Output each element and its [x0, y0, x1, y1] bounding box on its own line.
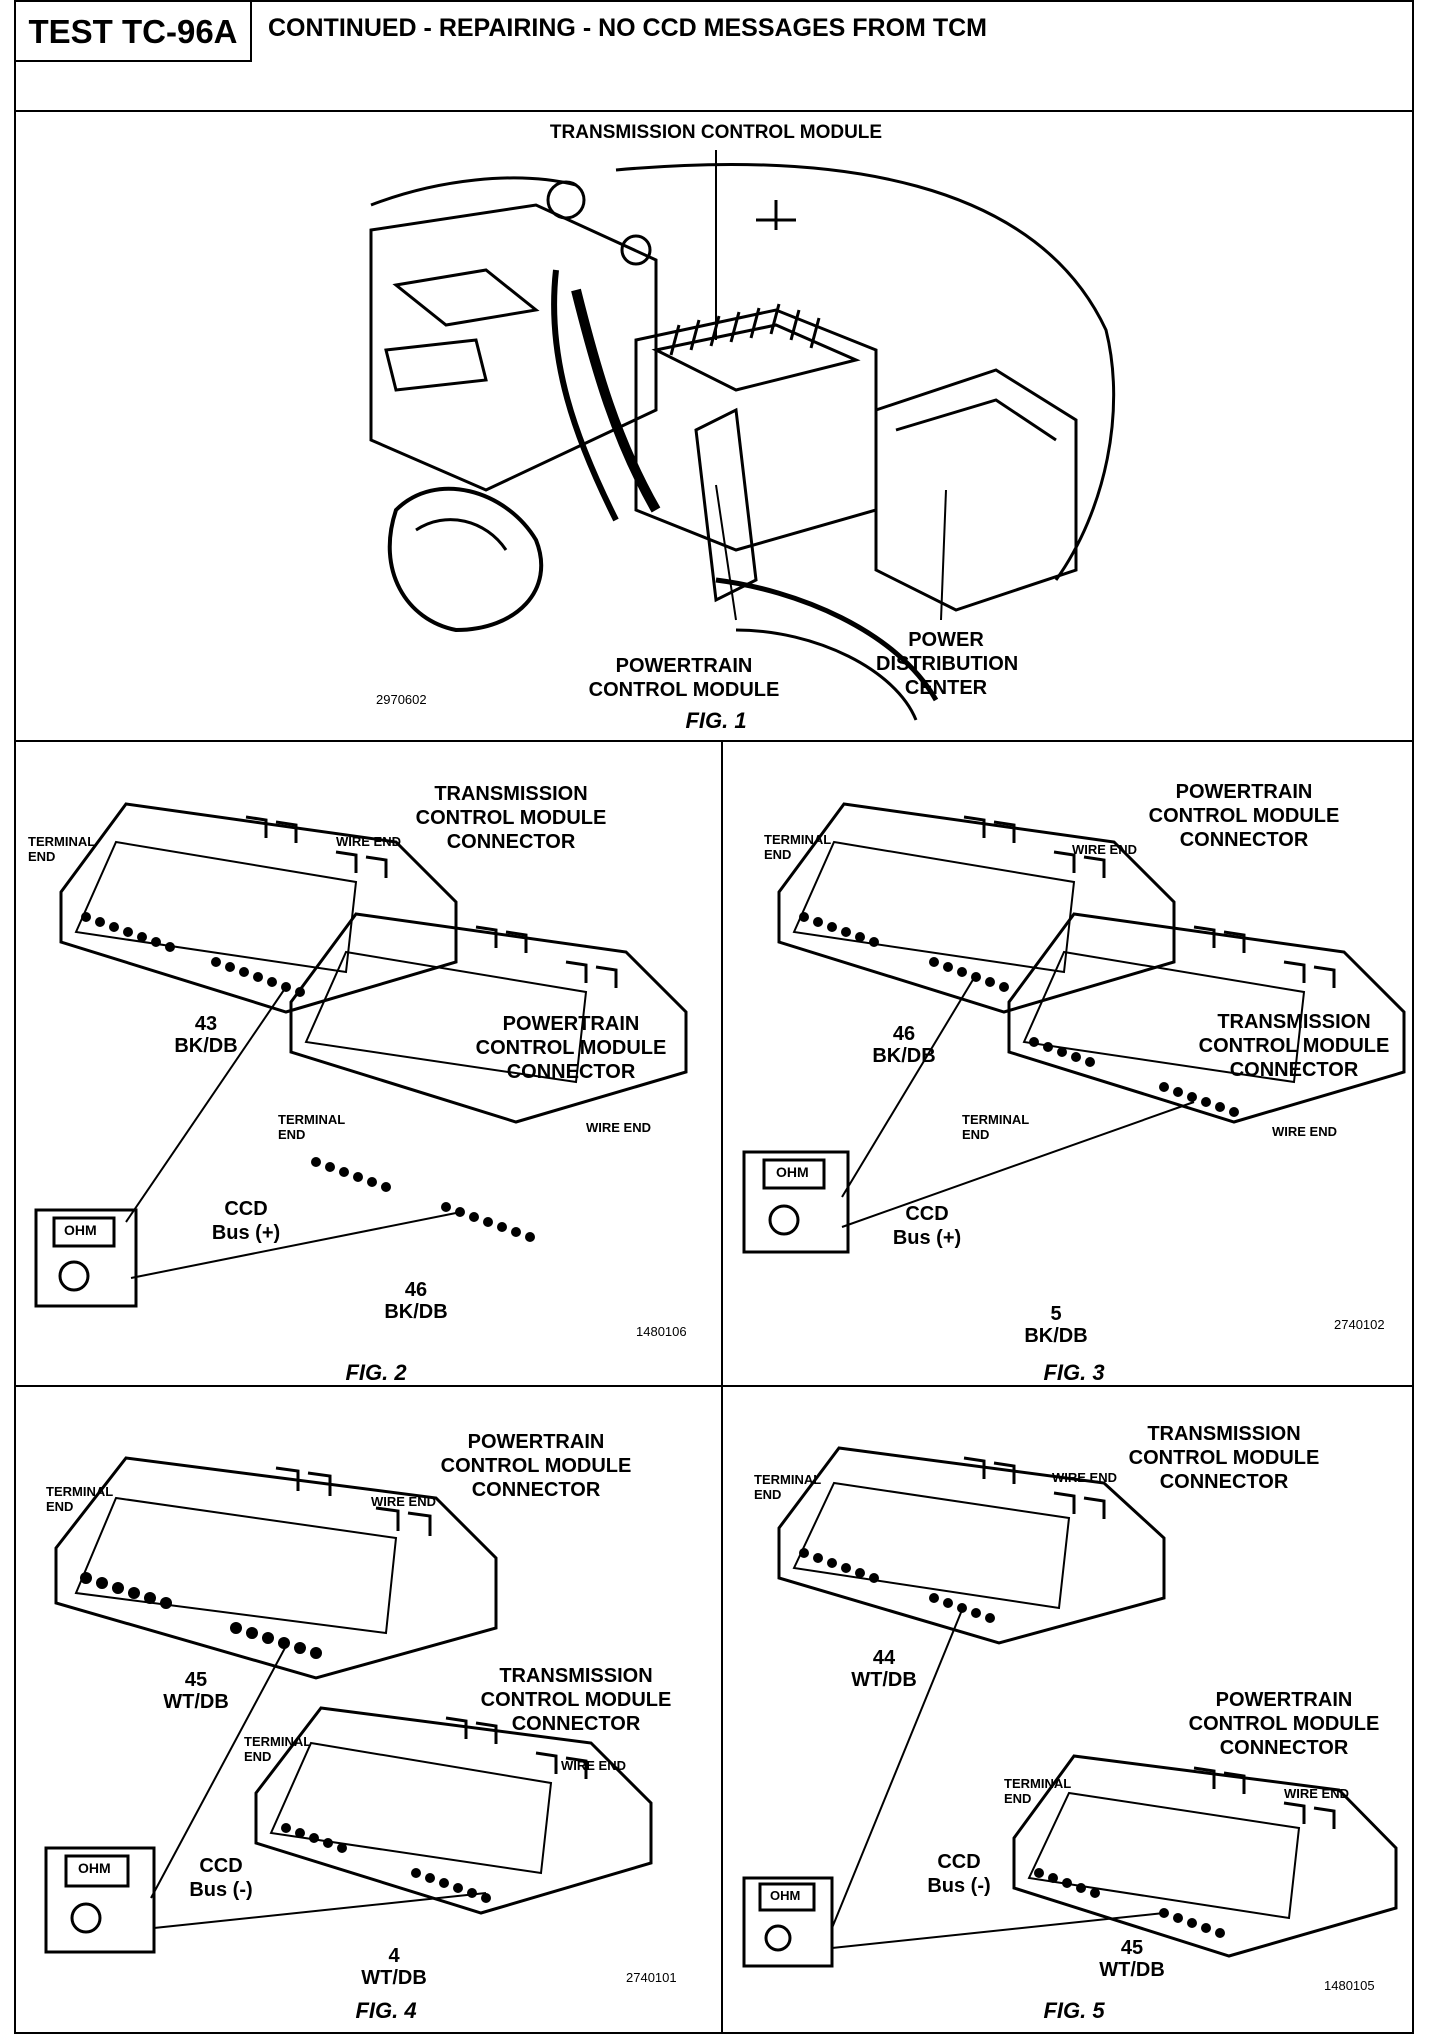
fig2-connectors	[34, 802, 688, 1308]
page: TEST TC-96A CONTINUED - REPAIRING - NO C…	[14, 0, 1414, 2034]
fig4-bottom-wire: WT/DB	[361, 1967, 427, 1989]
fig3-bus-label: CCD Bus (+)	[892, 1203, 962, 1249]
fig4-top-pin: 45	[184, 1669, 208, 1691]
fig4-meter-label: OHM	[78, 1860, 111, 1876]
fig2-meter-label: OHM	[64, 1222, 97, 1238]
fig5-bus-label: CCD Bus (-)	[927, 1851, 991, 1897]
fig2-bottom-pin: 46	[404, 1279, 428, 1301]
fig2-top-pin: 43	[194, 1013, 218, 1035]
fig5-bottom-connector-label: POWERTRAIN CONTROL MODULE CONNECTOR	[1188, 1689, 1380, 1759]
fig2-terminal-end-top: TERMINAL END	[28, 834, 95, 864]
fig2-terminal-end-bottom: TERMINAL END	[278, 1112, 345, 1142]
fig3-top-connector-label: POWERTRAIN CONTROL MODULE CONNECTOR	[1148, 781, 1340, 851]
test-id: TEST TC-96A	[16, 2, 252, 62]
fig4-part-number: 2740101	[626, 1970, 677, 1985]
fig4-bottom-connector-label: TRANSMISSION CONTROL MODULE CONNECTOR	[480, 1665, 672, 1735]
fig3-wire-end-bottom: WIRE END	[1272, 1124, 1337, 1139]
fig5-top-connector-label: TRANSMISSION CONTROL MODULE CONNECTOR	[1128, 1423, 1320, 1493]
fig1-label-tcm: TRANSMISSION CONTROL MODULE	[549, 122, 883, 143]
fig3-wire-end-top: WIRE END	[1072, 842, 1137, 857]
fig4-bus-label: CCD Bus (-)	[189, 1855, 253, 1901]
fig5-bottom-pin: 45	[1120, 1937, 1144, 1959]
fig2-bottom-connector-label: POWERTRAIN CONTROL MODULE CONNECTOR	[475, 1013, 667, 1083]
fig5-wire-end-bottom: WIRE END	[1284, 1786, 1349, 1801]
fig2-top-wire: BK/DB	[174, 1035, 238, 1057]
engine-bay-illustration	[369, 150, 1116, 721]
fig5-top-pin: 44	[872, 1647, 896, 1669]
fig3-bottom-wire: BK/DB	[1024, 1325, 1088, 1347]
fig4-top-connector-label: POWERTRAIN CONTROL MODULE CONNECTOR	[440, 1431, 632, 1501]
fig5-panel: TRANSMISSION CONTROL MODULE CONNECTOR PO…	[724, 1388, 1412, 2032]
fig4-bottom-pin: 4	[388, 1945, 400, 1967]
fig3-top-wire: BK/DB	[872, 1045, 936, 1067]
fig4-wire-end-bottom: WIRE END	[561, 1758, 626, 1773]
fig1-part-number: 2970602	[376, 692, 427, 707]
fig3-terminal-end-top: TERMINAL END	[764, 832, 831, 862]
test-title: CONTINUED - REPAIRING - NO CCD MESSAGES …	[268, 14, 987, 42]
header: TEST TC-96A CONTINUED - REPAIRING - NO C…	[16, 2, 1412, 112]
fig3-caption: FIG. 3	[1043, 1360, 1105, 1385]
fig3-part-number: 2740102	[1334, 1317, 1385, 1332]
fig3-panel: POWERTRAIN CONTROL MODULE CONNECTOR TRAN…	[724, 742, 1412, 1386]
fig4-panel: POWERTRAIN CONTROL MODULE CONNECTOR TRAN…	[16, 1388, 722, 2032]
fig2-caption: FIG. 2	[345, 1360, 407, 1385]
fig3-connectors	[742, 802, 1406, 1254]
fig3-meter-label: OHM	[776, 1164, 809, 1180]
fig2-bus-label: CCD Bus (+)	[211, 1198, 281, 1244]
fig1-label-pdc: POWER DISTRIBUTION CENTER	[876, 629, 1019, 699]
fig2-wire-end-top: WIRE END	[336, 834, 401, 849]
fig5-terminal-end-bottom: TERMINAL END	[1004, 1776, 1071, 1806]
fig3-bottom-pin: 5	[1050, 1303, 1062, 1325]
fig1-panel: TRANSMISSION CONTROL MODULE POWERTRAIN C…	[16, 110, 1412, 742]
fig2-bottom-wire: BK/DB	[384, 1301, 448, 1323]
fig5-terminal-end-top: TERMINAL END	[754, 1472, 821, 1502]
fig2-top-connector-label: TRANSMISSION CONTROL MODULE CONNECTOR	[415, 783, 607, 853]
fig1-caption: FIG. 1	[685, 708, 747, 733]
fig2-part-number: 1480106	[636, 1324, 687, 1339]
fig2-wire-end-bottom: WIRE END	[586, 1120, 651, 1135]
fig5-meter-label: OHM	[770, 1888, 801, 1903]
grid-lines	[16, 742, 1412, 2032]
fig5-caption: FIG. 5	[1043, 1998, 1105, 2023]
fig4-top-wire: WT/DB	[163, 1691, 229, 1713]
fig3-bottom-connector-label: TRANSMISSION CONTROL MODULE CONNECTOR	[1198, 1011, 1390, 1081]
fig3-terminal-end-bottom: TERMINAL END	[962, 1112, 1029, 1142]
fig5-top-wire: WT/DB	[851, 1669, 917, 1691]
fig5-part-number: 1480105	[1324, 1978, 1375, 1993]
fig5-connectors	[742, 1446, 1398, 1968]
fig4-caption: FIG. 4	[355, 1998, 417, 2023]
fig4-terminal-end-top: TERMINAL END	[46, 1484, 113, 1514]
fig5-bottom-wire: WT/DB	[1099, 1959, 1165, 1981]
fig2-panel: TRANSMISSION CONTROL MODULE CONNECTOR PO…	[16, 742, 722, 1386]
fig4-wire-end-top: WIRE END	[371, 1494, 436, 1509]
fig4-connectors	[44, 1456, 653, 1954]
fig3-top-pin: 46	[892, 1023, 916, 1045]
fig4-terminal-end-bottom: TERMINAL END	[244, 1734, 311, 1764]
fig1-label-pcm: POWERTRAIN CONTROL MODULE	[588, 655, 780, 701]
fig5-wire-end-top: WIRE END	[1052, 1470, 1117, 1485]
